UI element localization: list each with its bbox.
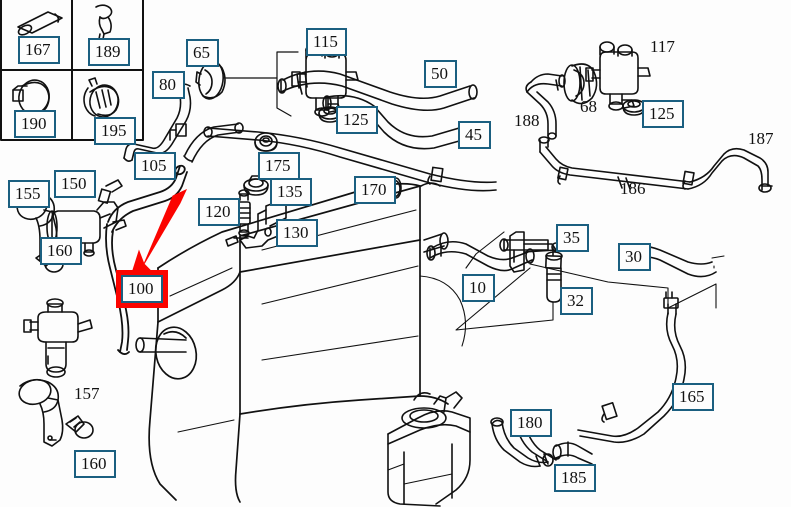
part-label-155[interactable]: 155 [8, 180, 50, 208]
hose-100-stub [135, 337, 187, 353]
part-label-167[interactable]: 167 [18, 36, 60, 64]
hose-10 [426, 240, 535, 272]
part-label-10[interactable]: 10 [462, 274, 495, 302]
part-157-elbow [18, 378, 64, 447]
part-189-spring-clip [95, 4, 113, 40]
part-label-135[interactable]: 135 [270, 178, 312, 206]
sensor-120 [237, 189, 251, 237]
part-label-105[interactable]: 105 [134, 152, 176, 180]
part-label-157[interactable]: 157 [74, 384, 100, 403]
part-label-30[interactable]: 30 [618, 243, 651, 271]
leader-165-upper [529, 263, 669, 305]
part-label-160-b[interactable]: 160 [74, 450, 116, 478]
part-167-sleeve [17, 11, 63, 36]
hose-188 [525, 73, 566, 140]
part-label-117[interactable]: 117 [650, 37, 675, 56]
engine-inlet-stubs [420, 182, 449, 253]
part-label-68[interactable]: 68 [580, 97, 597, 116]
part-label-65[interactable]: 65 [186, 39, 219, 67]
arrow-pointer [132, 188, 188, 273]
part-157-assembly [23, 298, 93, 378]
part-label-125-b[interactable]: 125 [642, 100, 684, 128]
part-label-80[interactable]: 80 [152, 71, 185, 99]
part-label-50[interactable]: 50 [424, 60, 457, 88]
engine-block [148, 182, 467, 503]
part-label-125-a[interactable]: 125 [336, 106, 378, 134]
part-label-170[interactable]: 170 [354, 176, 396, 204]
part-label-120[interactable]: 120 [198, 198, 240, 226]
part-label-187[interactable]: 187 [748, 129, 774, 148]
hose-180 [490, 417, 554, 468]
hose-105 [183, 122, 244, 163]
part-68-bellows [563, 63, 598, 105]
part-label-180[interactable]: 180 [510, 409, 552, 437]
leader-10 [465, 231, 505, 269]
part-label-189[interactable]: 189 [88, 38, 130, 66]
part-label-160-a[interactable]: 160 [40, 237, 82, 265]
part-label-32[interactable]: 32 [560, 287, 593, 315]
part-195-worm-clamp [83, 77, 120, 118]
part-label-175[interactable]: 175 [258, 152, 300, 180]
part-label-115[interactable]: 115 [306, 28, 347, 56]
part-label-45[interactable]: 45 [458, 121, 491, 149]
part-label-190[interactable]: 190 [14, 110, 56, 138]
part-label-188[interactable]: 188 [514, 111, 540, 130]
leader-65 [225, 51, 299, 79]
part-label-100[interactable]: 100 [121, 275, 163, 303]
part-label-195[interactable]: 195 [94, 117, 136, 145]
part-160-screw-lower [65, 415, 94, 439]
top-rail-pipe [169, 123, 497, 192]
expansion-tank [387, 391, 471, 507]
pipe-186 [538, 136, 695, 190]
legend-grid-frame [0, 0, 144, 141]
part-label-35[interactable]: 35 [556, 224, 589, 252]
pipe-187 [617, 147, 773, 193]
part-label-150[interactable]: 150 [54, 170, 96, 198]
pipe-165 [577, 283, 717, 444]
hose-50 [277, 70, 478, 112]
part-label-185[interactable]: 185 [554, 464, 596, 492]
part-175 [254, 132, 278, 152]
part-label-165[interactable]: 165 [672, 383, 714, 411]
part-label-130[interactable]: 130 [276, 219, 318, 247]
part-label-186[interactable]: 186 [620, 179, 646, 198]
